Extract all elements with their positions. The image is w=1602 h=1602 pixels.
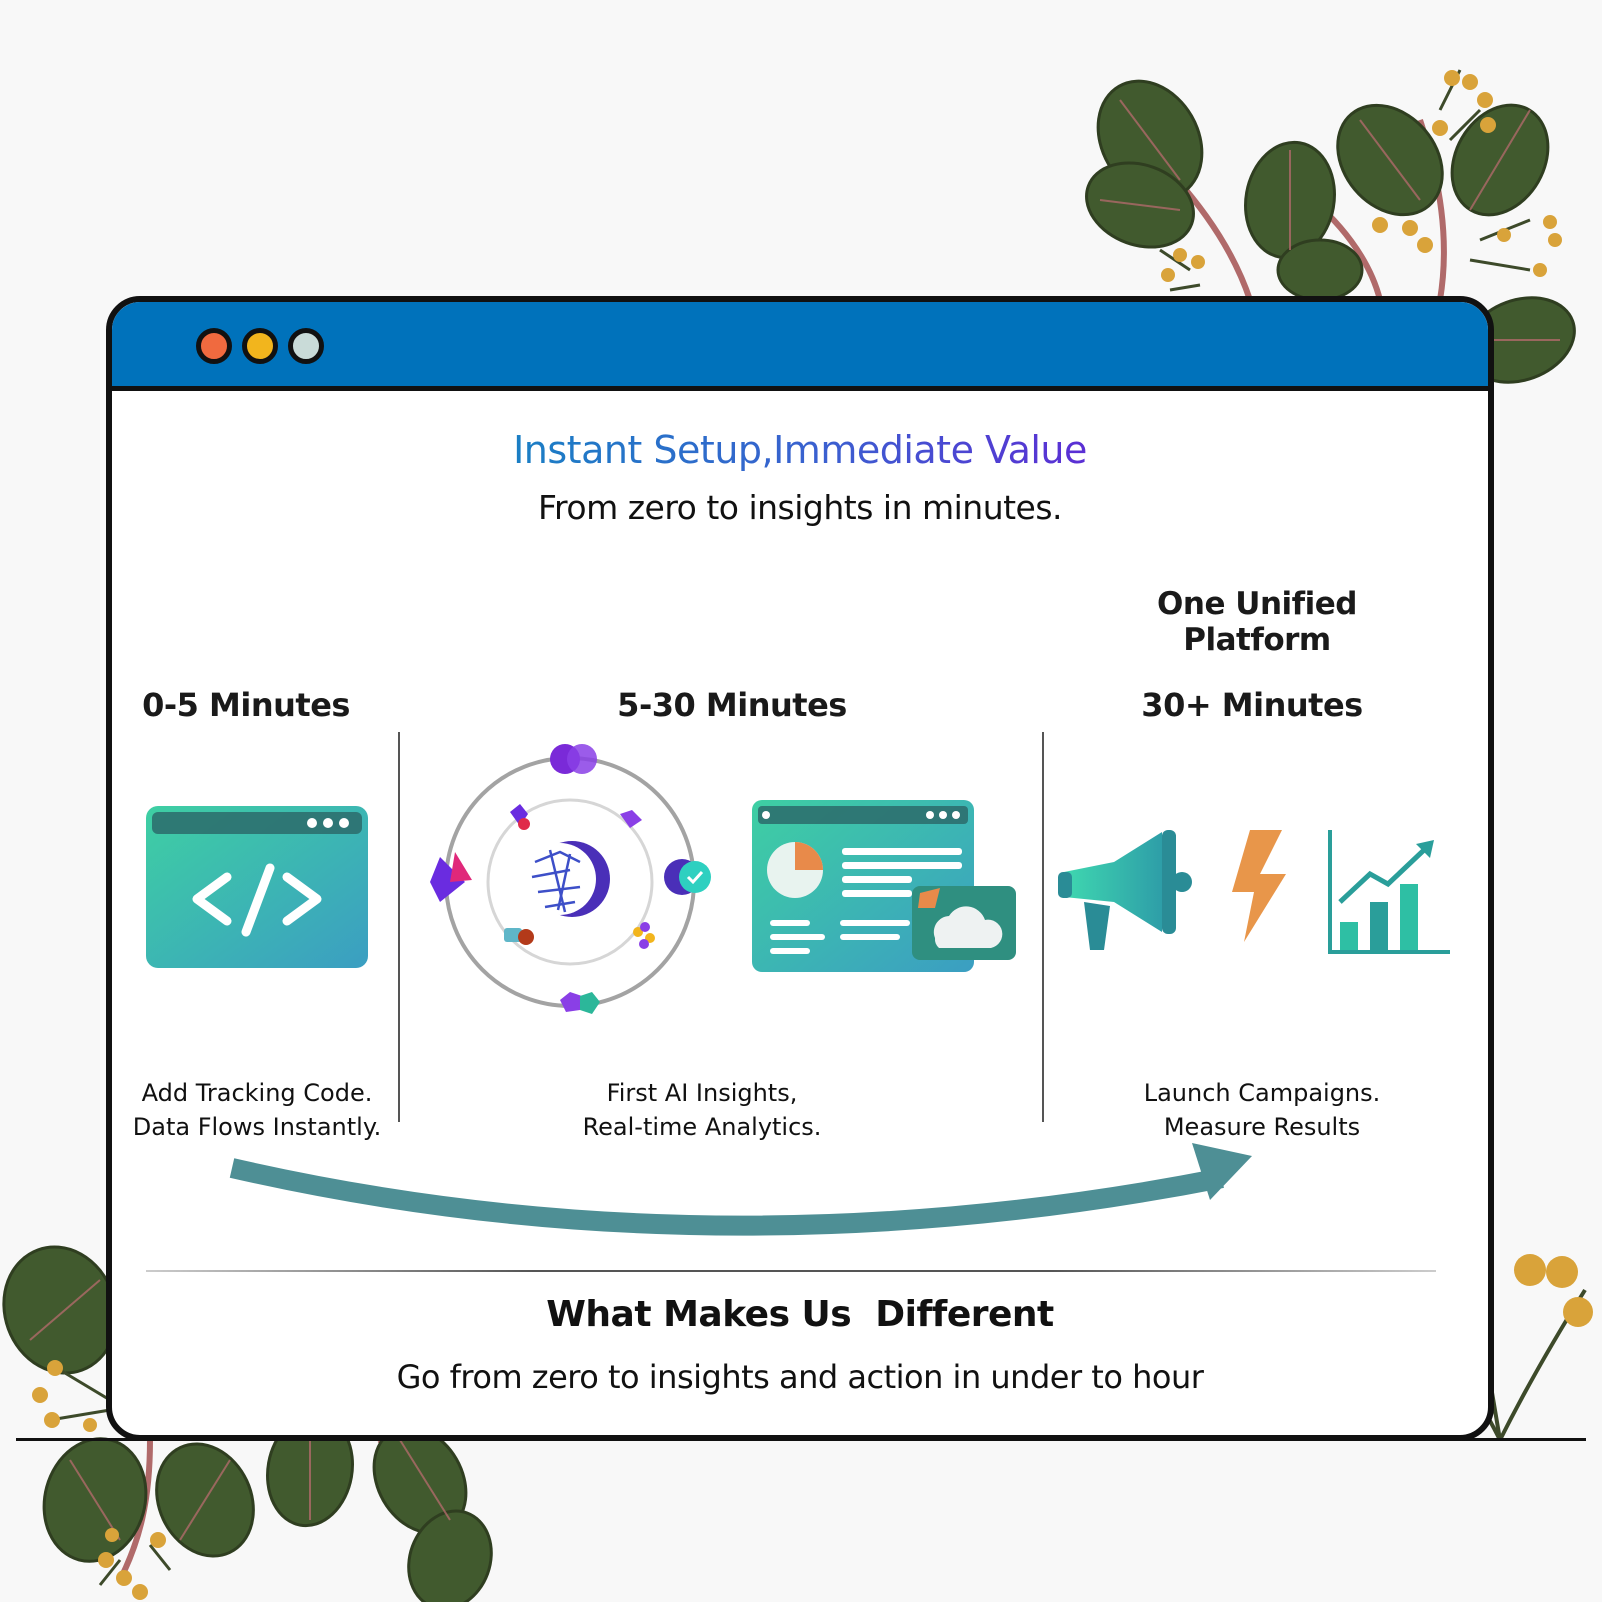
dashboard-icon xyxy=(752,800,1016,972)
stage-1-desc-line: Add Tracking Code. xyxy=(141,1079,373,1107)
maximize-dot[interactable] xyxy=(288,328,324,364)
minimize-dot[interactable] xyxy=(242,328,278,364)
stage-2-time: 5-30 Minutes xyxy=(617,686,847,724)
close-dot[interactable] xyxy=(196,328,232,364)
code-window-icon xyxy=(146,806,368,968)
campaign-results-icons xyxy=(1058,830,1450,954)
window-title-bar xyxy=(112,302,1488,391)
stage-3-time: 30+ Minutes xyxy=(1141,686,1363,724)
stage-1-description: Add Tracking Code. Data Flows Instantly. xyxy=(112,1076,402,1144)
stage-3-description: Launch Campaigns. Measure Results xyxy=(1112,1076,1412,1144)
stage-1-desc-line: Data Flows Instantly. xyxy=(132,1113,382,1141)
stage-divider xyxy=(398,732,400,1122)
differentiator-title: What Makes Us Different xyxy=(546,1294,1054,1335)
stage-2-description: First AI Insights, Real-time Analytics. xyxy=(552,1076,852,1144)
growth-chart-icon xyxy=(1328,830,1450,954)
platform-label: One Unified Platform xyxy=(1157,586,1357,658)
lightning-icon xyxy=(1232,830,1286,942)
section-divider xyxy=(146,1270,1436,1272)
ai-brain-orbit-icon xyxy=(430,744,711,1014)
progression-arrow xyxy=(229,1143,1252,1236)
differentiator-subtitle: Go from zero to insights and action in u… xyxy=(396,1358,1204,1396)
page-title: Instant Setup,Immediate Value xyxy=(513,428,1087,472)
stage-2-desc-line: Real-time Analytics. xyxy=(582,1113,822,1141)
stage-1-time: 0-5 Minutes xyxy=(142,686,350,724)
page-subtitle: From zero to insights in minutes. xyxy=(537,488,1063,527)
browser-window: Instant Setup,Immediate Value From zero … xyxy=(106,296,1494,1441)
stage-divider xyxy=(1042,732,1044,1122)
stage-3-desc-line: Measure Results xyxy=(1163,1113,1361,1141)
stage-2-desc-line: First AI Insights, xyxy=(606,1079,798,1107)
megaphone-icon xyxy=(1058,830,1192,950)
stage-3-desc-line: Launch Campaigns. xyxy=(1143,1079,1381,1107)
